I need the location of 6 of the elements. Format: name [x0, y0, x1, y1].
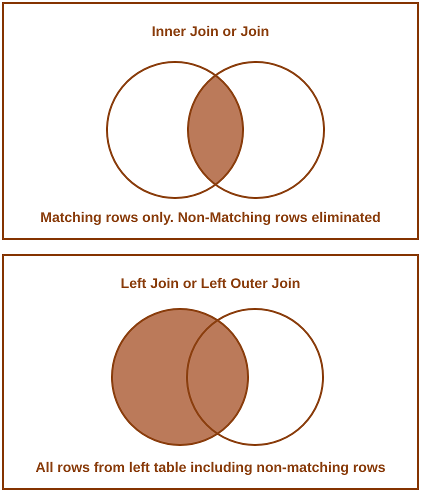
panel-caption: All rows from left table including non-matching rows: [34, 458, 386, 477]
panel-title: Inner Join or Join: [150, 22, 270, 41]
panel: [2, 2, 419, 240]
panel-caption: Matching rows only. Non-Matching rows eliminated: [39, 208, 382, 227]
panel: [2, 254, 419, 490]
panel-title: Left Join or Left Outer Join: [120, 274, 302, 293]
